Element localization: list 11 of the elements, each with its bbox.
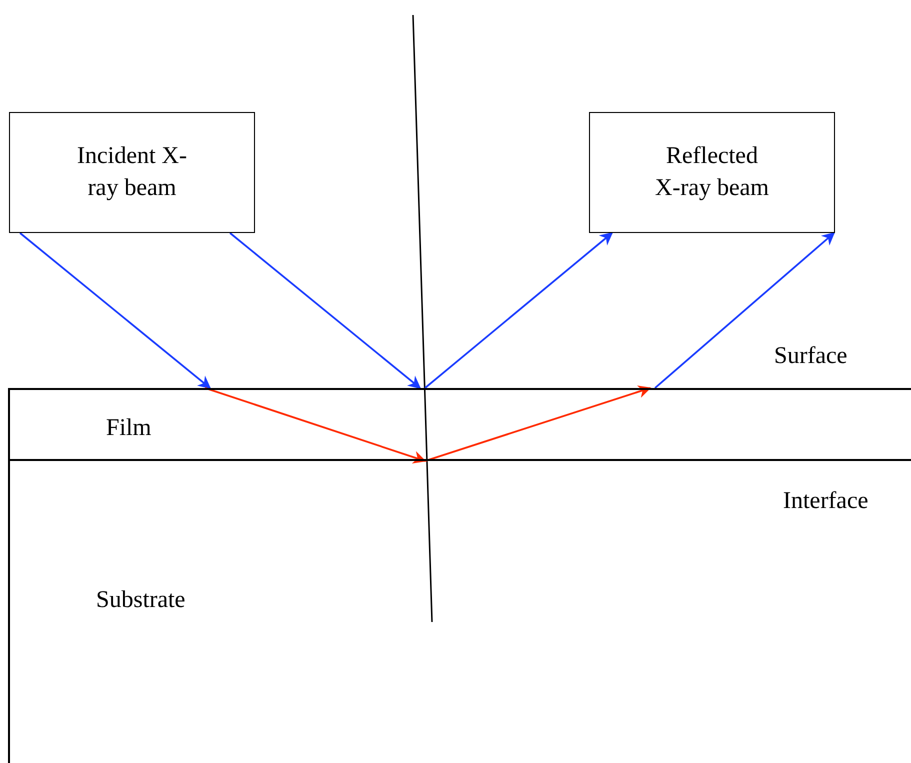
arrow	[424, 385, 652, 462]
arrow	[424, 232, 613, 389]
film-layer: Film	[8, 388, 911, 461]
arrow	[654, 232, 835, 389]
text-box: Reflected X-ray beam	[589, 112, 835, 233]
text-box: Incident X-ray beam	[9, 112, 255, 233]
boundary-label: Interface	[783, 488, 868, 515]
arrow	[19, 232, 211, 389]
boundary-label: Surface	[774, 343, 848, 370]
arrow	[204, 387, 426, 464]
arrow	[229, 232, 421, 389]
